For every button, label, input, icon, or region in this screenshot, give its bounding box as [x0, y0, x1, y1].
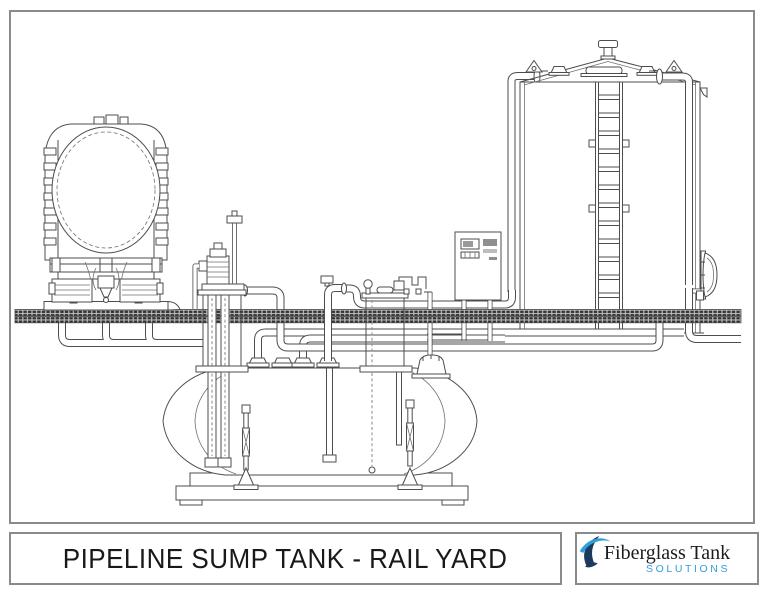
tank-manway [696, 250, 718, 301]
hold-down-strap [397, 399, 423, 490]
storage-tank [507, 40, 718, 334]
sump-manway [411, 354, 451, 379]
tank-ladder [588, 81, 630, 334]
logo-block: Fiberglass Tank SOLUTIONS [575, 532, 759, 585]
title-block: PIPELINE SUMP TANK - RAIL YARD [9, 532, 562, 585]
logo-name: Fiberglass Tank [603, 541, 731, 564]
deadman-anchor [175, 472, 469, 506]
pump-riser [192, 210, 347, 468]
control-panel [454, 231, 502, 301]
logo-subtitle: SOLUTIONS [646, 562, 731, 575]
fiberglass-tank-logo-icon [579, 535, 611, 568]
sump-tank [162, 354, 478, 506]
drawing-title: PIPELINE SUMP TANK - RAIL YARD [63, 542, 508, 574]
unloading-platform [43, 300, 181, 311]
tank-vent [598, 40, 618, 60]
ground-band [14, 309, 742, 324]
rail-tank-car [43, 114, 181, 311]
hold-down-strap [233, 404, 259, 490]
gauge-riser [359, 276, 432, 373]
transfer-piping [58, 284, 741, 362]
